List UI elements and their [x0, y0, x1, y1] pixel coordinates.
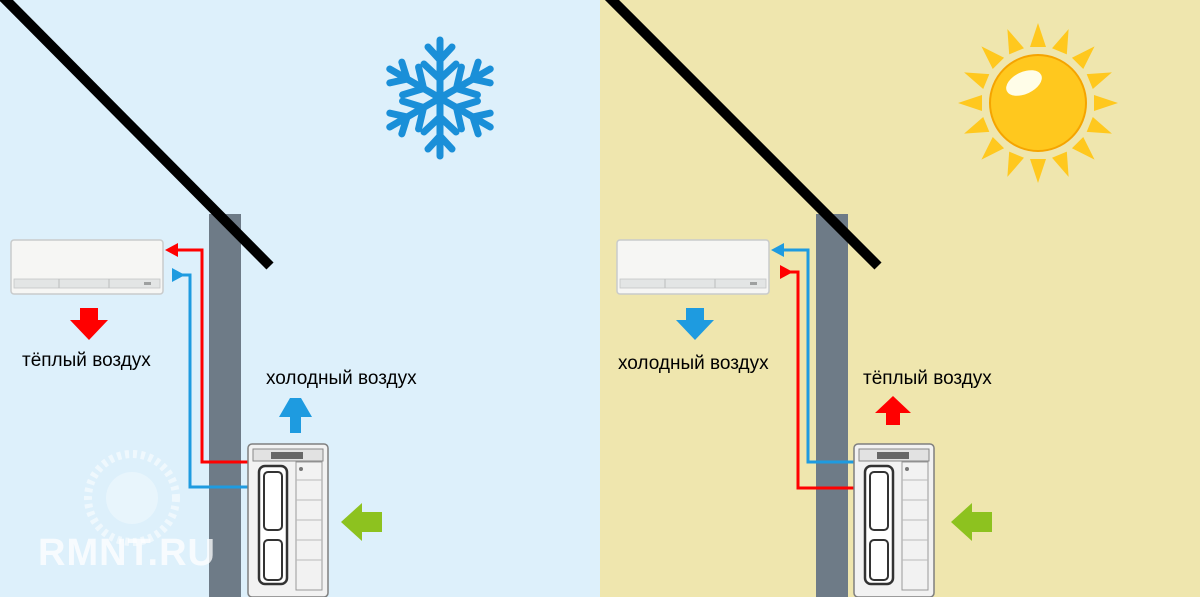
sun-icon [958, 23, 1118, 183]
house-wall [209, 214, 241, 597]
snowflake-icon [386, 36, 494, 160]
summer-outdoor-label: тёплый воздух [863, 368, 992, 389]
winter-heating-panel: тёплый воздух холодный воздух RMNT.RU [0, 0, 600, 597]
winter-scene [0, 0, 600, 597]
watermark-text: RMNT.RU [38, 532, 216, 574]
outdoor-ac-unit [853, 443, 935, 597]
cold-air-arrow [676, 308, 714, 340]
hot-refrigerant-line [780, 265, 856, 490]
cold-refrigerant-line [172, 268, 250, 489]
cold-air-exhaust-arrow [279, 398, 312, 433]
indoor-ac-unit [616, 239, 770, 295]
summer-scene [600, 0, 1200, 597]
cold-refrigerant-line [771, 243, 856, 464]
outdoor-ac-unit [247, 443, 329, 597]
house-wall [816, 214, 848, 597]
winter-indoor-label: тёплый воздух [22, 350, 151, 371]
air-intake-arrow [341, 503, 382, 541]
air-intake-arrow [951, 503, 992, 541]
hot-refrigerant-line [165, 243, 250, 464]
warm-air-exhaust-arrow [875, 396, 911, 425]
summer-cooling-panel: холодный воздух тёплый воздух [600, 0, 1200, 597]
indoor-ac-unit [10, 239, 164, 295]
winter-outdoor-label: холодный воздух [266, 368, 417, 389]
summer-indoor-label: холодный воздух [618, 353, 769, 374]
roof-line [0, 0, 274, 270]
roof-line [604, 0, 882, 270]
warm-air-arrow [70, 308, 108, 340]
watermark-logo [84, 450, 180, 546]
